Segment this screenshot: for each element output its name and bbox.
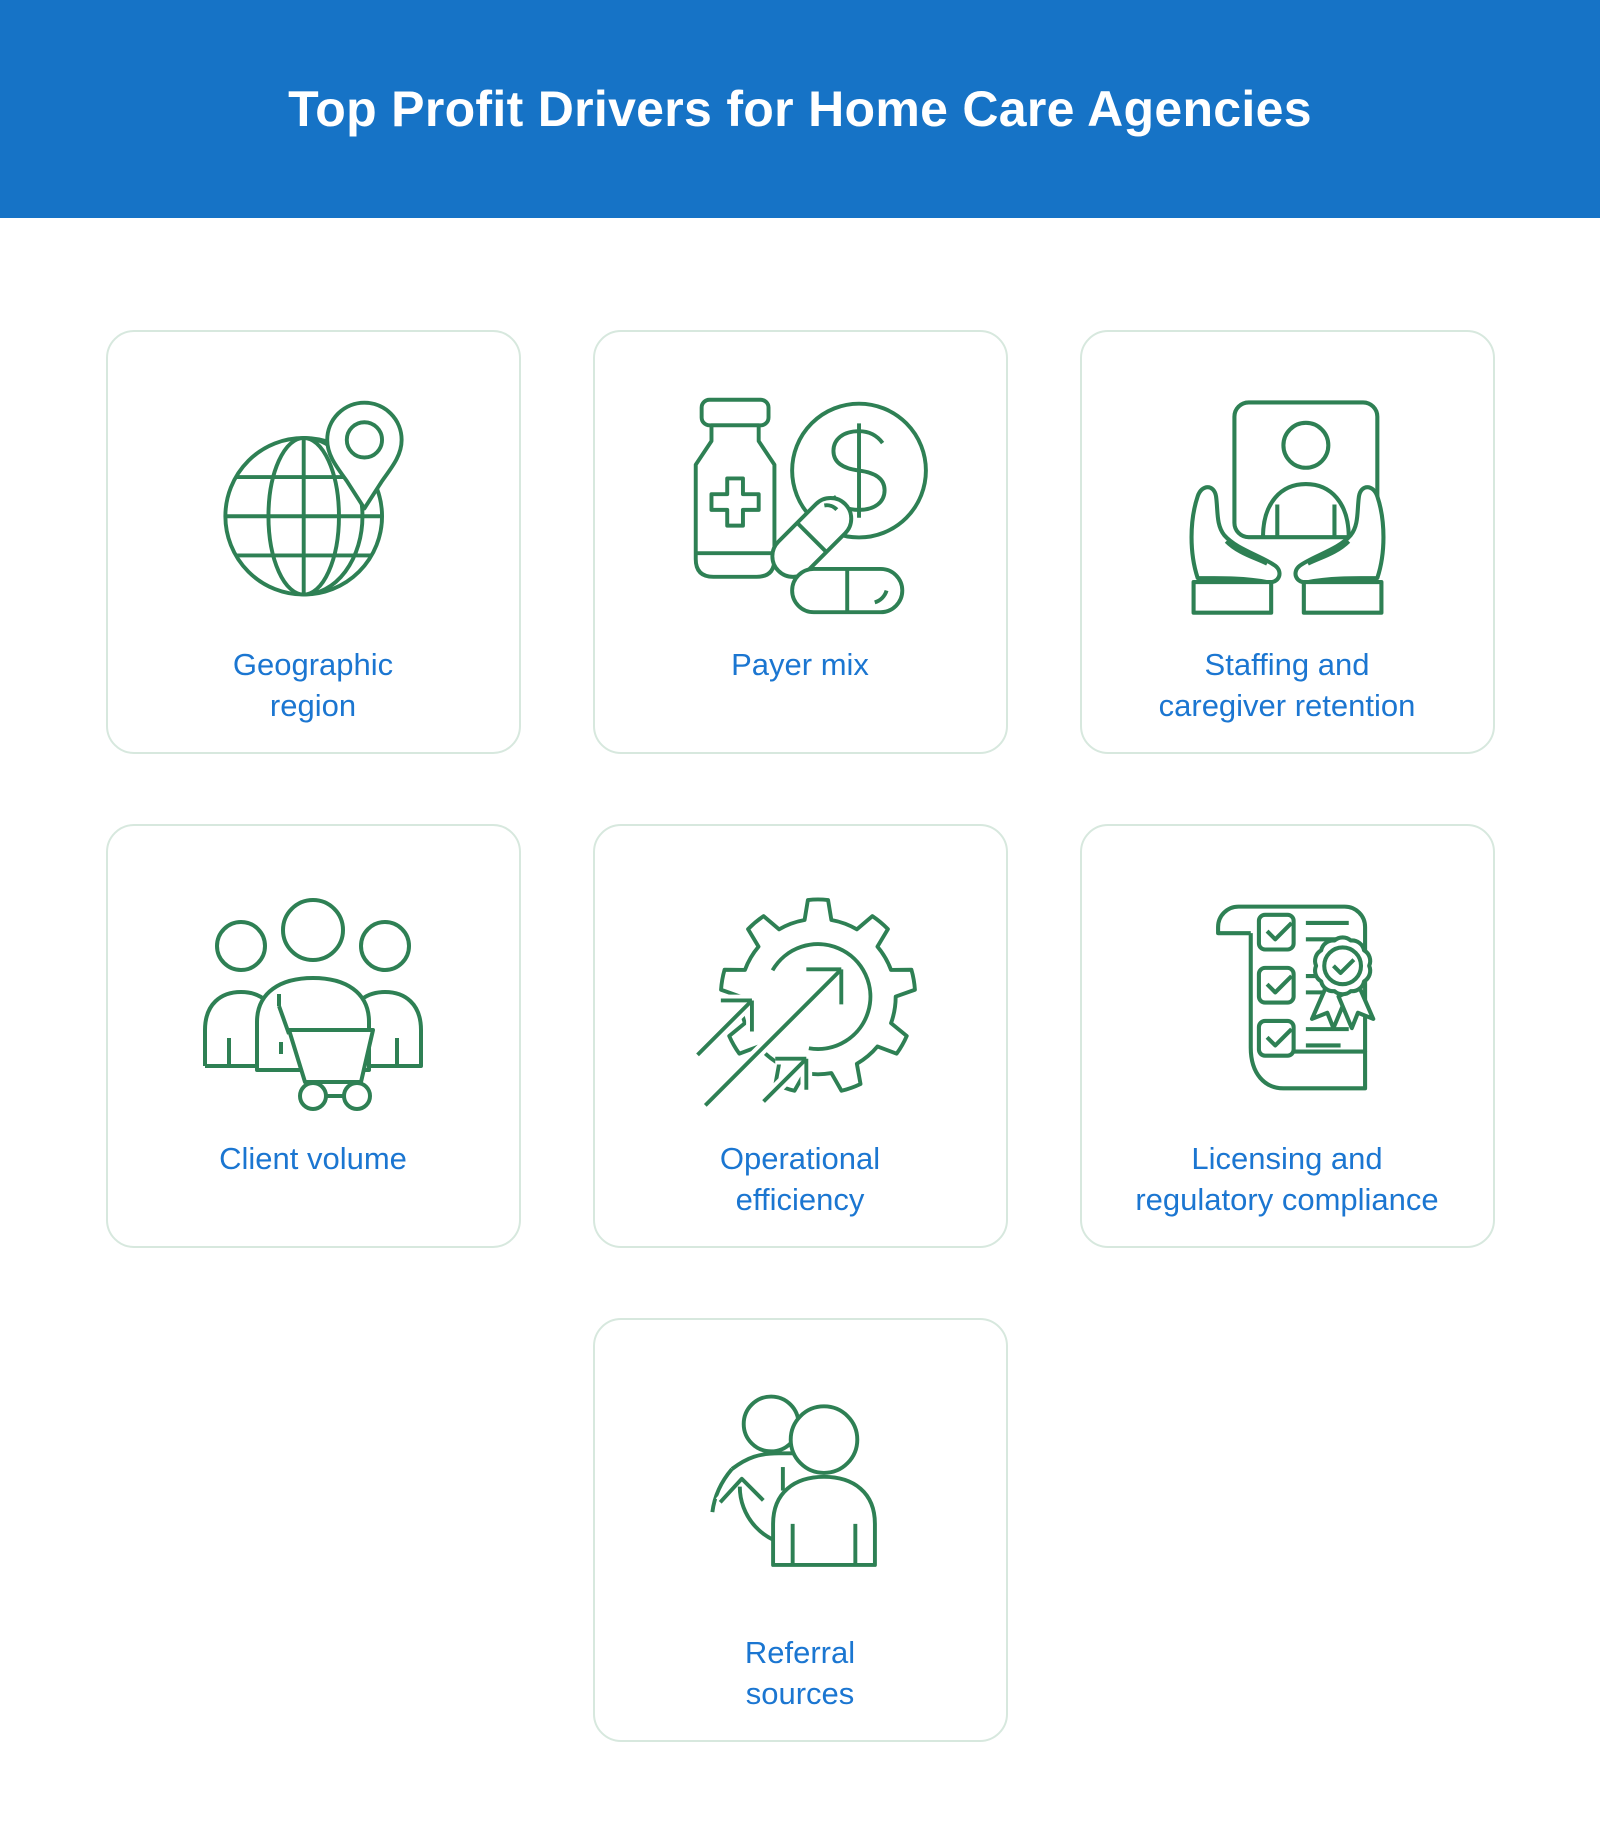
card-staffing-retention: Staffing and caregiver retention — [1079, 330, 1495, 754]
gear-growth-arrows-icon — [595, 870, 1006, 1126]
referral-people-arrow-icon — [595, 1364, 1006, 1620]
card-label: Referral sources — [744, 1635, 856, 1711]
card-label: Staffing and caregiver retention — [1158, 647, 1416, 723]
card-label: Geographic region — [232, 647, 394, 723]
card-client-volume: Client volume — [105, 824, 521, 1248]
card-label: Licensing and regulatory compliance — [1135, 1141, 1439, 1217]
hands-holding-caregiver-icon — [1082, 376, 1493, 632]
card-referral-sources: Referral sources — [592, 1318, 1008, 1742]
card-payer-mix: Payer mix — [592, 330, 1008, 754]
card-geographic-region: Geographic region — [105, 330, 521, 754]
page-title: Top Profit Drivers for Home Care Agencie… — [288, 81, 1312, 137]
client-group-cart-icon — [108, 870, 519, 1126]
card-label: Operational efficiency — [719, 1141, 881, 1217]
card-label: Client volume — [219, 1141, 407, 1176]
checklist-award-icon — [1082, 870, 1493, 1126]
header-banner: Top Profit Drivers for Home Care Agencie… — [0, 0, 1600, 218]
cards-grid: Geographic region Pay — [0, 330, 1600, 1742]
card-operational-efficiency: Operational efficiency — [592, 824, 1008, 1248]
medicine-bottle-dollar-icon — [595, 376, 1006, 632]
card-licensing-compliance: Licensing and regulatory compliance — [1079, 824, 1495, 1248]
globe-location-pin-icon — [108, 376, 519, 632]
card-label: Payer mix — [731, 647, 869, 682]
